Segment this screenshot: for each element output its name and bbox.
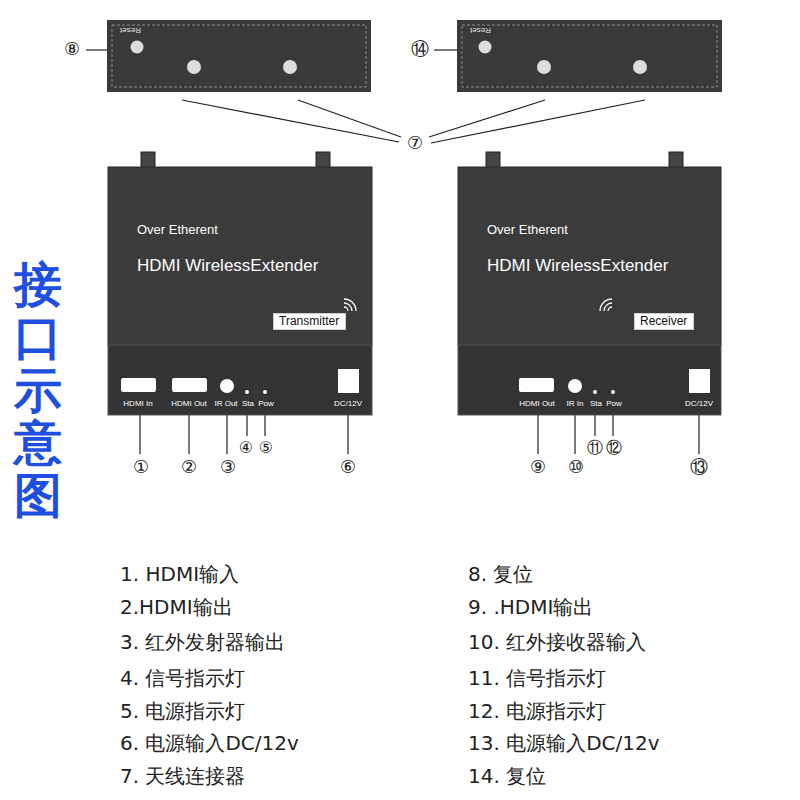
callout-number: ⑥ — [340, 457, 356, 478]
callout-number: ③ — [220, 457, 236, 478]
device-body: Over EtherentHDMI WirelessExtenderTransm… — [108, 167, 372, 345]
device-text: Over Etherent — [137, 223, 218, 238]
device-text: HDMI WirelessExtender — [137, 256, 318, 276]
port-panel: HDMI In HDMI Out IR Out Sta Pow DC/12V — [108, 345, 372, 415]
port-label: DC/12V — [334, 399, 362, 408]
port-label: Pow — [606, 399, 622, 408]
diagram-title: 接口示意图 — [14, 258, 62, 522]
top-panel: Reset — [457, 20, 722, 92]
key-item: 6. 电源输入DC/12v — [120, 732, 299, 755]
callout-number: ⑧ — [64, 39, 80, 60]
button-label: Reset — [120, 26, 141, 35]
callout-number: ① — [133, 457, 149, 478]
device-text: Over Etherent — [487, 223, 568, 238]
port-label: Pow — [258, 399, 274, 408]
transmitter-housing — [108, 167, 372, 415]
port-label: HDMI Out — [519, 399, 555, 408]
port-label: IR Out — [214, 399, 237, 408]
device-body: Over EtherentHDMI WirelessExtenderReceiv… — [458, 167, 721, 345]
top-panel-rx — [457, 20, 722, 92]
role-badge: Receiver — [634, 313, 694, 330]
port-label: HDMI Out — [171, 399, 207, 408]
key-item: 5. 电源指示灯 — [120, 700, 245, 723]
port-label: DC/12V — [685, 399, 713, 408]
key-item: 2.HDMI输出 — [120, 596, 233, 619]
callout-number: ⑦ — [407, 133, 423, 154]
key-item: 7. 天线连接器 — [120, 765, 245, 788]
device-text: HDMI WirelessExtender — [487, 256, 668, 276]
key-item: 12. 电源指示灯 — [468, 700, 606, 723]
callout-number: ⑤ — [259, 439, 273, 457]
top-panel: Reset — [107, 20, 371, 92]
key-item: 3. 红外发射器输出 — [120, 631, 285, 654]
badge-text: Transmitter — [279, 315, 339, 329]
role-badge: Transmitter — [273, 313, 346, 330]
antenna-connectors — [141, 152, 683, 168]
port-label: Sta — [242, 399, 254, 408]
callout-number: ⑫ — [606, 439, 622, 457]
callout-number: ⑬ — [690, 457, 708, 478]
callout-number: ② — [181, 457, 197, 478]
key-item: 14. 复位 — [468, 765, 546, 788]
key-item: 4. 信号指示灯 — [120, 667, 245, 690]
key-item: 11. 信号指示灯 — [468, 667, 606, 690]
callout-number: ⑨ — [530, 457, 546, 478]
port-label: Sta — [590, 399, 602, 408]
top-panel-tx — [107, 20, 371, 92]
badge-text: Receiver — [640, 315, 687, 329]
button-label: Reset — [470, 26, 491, 35]
key-item: 10. 红外接收器输入 — [468, 631, 646, 654]
callout-number: ⑭ — [411, 39, 429, 60]
receiver-housing — [458, 167, 721, 415]
port-panel: HDMI Out IR In Sta Pow DC/12V — [458, 345, 721, 415]
key-item: 13. 电源输入DC/12v — [468, 732, 660, 755]
callout-number: ④ — [239, 439, 253, 457]
key-item: 9. .HDMI输出 — [468, 596, 593, 619]
key-item: 1. HDMI输入 — [120, 563, 239, 586]
port-label: HDMI In — [123, 399, 152, 408]
key-item: 8. 复位 — [468, 563, 533, 586]
port-label: IR In — [567, 399, 584, 408]
callout-number: ⑪ — [587, 439, 603, 457]
callout-number: ⑩ — [568, 457, 584, 478]
